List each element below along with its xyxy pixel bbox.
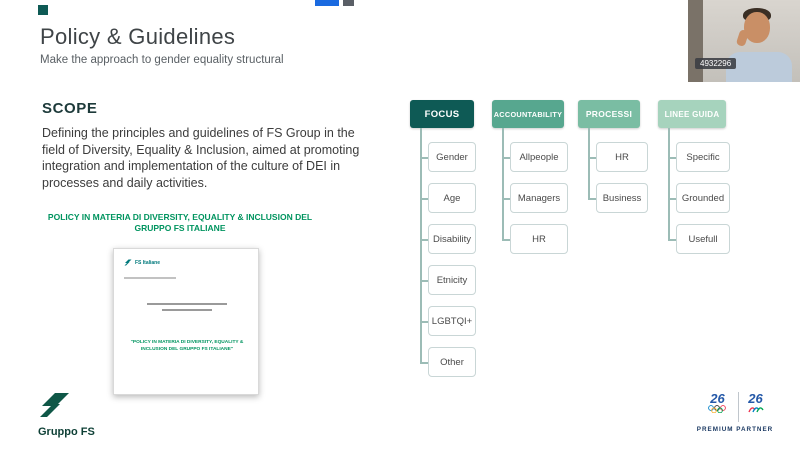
tree-items-focus: Gender Age Disability Etnicity LGBTQI+ O… <box>419 128 476 377</box>
gruppo-fs-logo-icon <box>40 393 69 417</box>
fs-doc-logo: FS Italiane <box>124 259 160 266</box>
participant-id-badge: 4932296 <box>695 58 737 69</box>
page-title: Policy & Guidelines <box>40 24 236 49</box>
tree-header-accountability: ACCOUNTABILITY <box>492 100 564 128</box>
tree-node: Grounded <box>667 183 730 213</box>
gruppo-fs-brand: Gruppo FS <box>38 392 108 438</box>
partner-logos-divider <box>737 392 739 422</box>
tree-column-linee-guida: LINEE GUIDA Specific Grounded Usefull <box>658 100 730 254</box>
doc-logo-text: FS Italiane <box>135 259 161 266</box>
olympic-rings-icon <box>707 405 726 413</box>
doc-text-line <box>162 309 212 311</box>
tree-node: Disability <box>419 224 476 254</box>
doc-text-line <box>147 303 227 305</box>
tree-node: HR <box>501 224 568 254</box>
premium-partner-label: PREMIUM PARTNER <box>696 426 774 433</box>
policy-document-caption: POLICY IN MATERIA DI DIVERSITY, EQUALITY… <box>47 212 313 234</box>
tree-node: Specific <box>667 142 730 172</box>
top-progress-bar-blue <box>315 0 339 6</box>
webcam-background-door <box>688 0 703 82</box>
tree-node: Etnicity <box>419 265 476 295</box>
tree-header-processi: PROCESSI <box>578 100 640 128</box>
tree-node: LGBTQI+ <box>419 306 476 336</box>
policy-document-thumbnail: FS Italiane "POLICY IN MATERIA DI DIVERS… <box>113 248 259 395</box>
speaker-shirt <box>726 52 792 82</box>
doc-text-line <box>124 277 176 279</box>
tree-node: Usefull <box>667 224 730 254</box>
tree-node: HR <box>587 142 648 172</box>
tree-node: Gender <box>419 142 476 172</box>
tree-items-linee-guida: Specific Grounded Usefull <box>667 128 730 254</box>
tree-node: Allpeople <box>501 142 568 172</box>
tree-items-accountability: Allpeople Managers HR <box>501 128 568 254</box>
scope-body-text: Defining the principles and guidelines o… <box>42 126 360 190</box>
fs-logo-icon <box>124 259 132 266</box>
partner-logos-block: 26 26 PREMIUM PARTNER <box>692 392 778 433</box>
top-progress-bar-gray <box>343 0 354 6</box>
tree-header-focus: FOCUS <box>410 100 474 128</box>
speaker-hand <box>735 29 750 47</box>
paralympic-logo-year: 26 <box>748 391 763 406</box>
gruppo-fs-brand-name: Gruppo FS <box>38 426 95 438</box>
olympic-logo-year: 26 <box>710 391 725 406</box>
tree-items-processi: HR Business <box>587 128 648 213</box>
paralympic-agitos-icon <box>747 407 764 413</box>
tree-column-focus: FOCUS Gender Age Disability Etnicity LGB… <box>410 100 476 377</box>
webcam-video-tile[interactable]: 4932296 <box>688 0 800 82</box>
tree-node: Age <box>419 183 476 213</box>
page-subtitle: Make the approach to gender equality str… <box>40 54 284 66</box>
paralympic-logo: 26 <box>747 392 765 413</box>
tree-node: Business <box>587 183 648 213</box>
slide-accent-square <box>38 5 48 15</box>
olympic-logo: 26 <box>706 392 730 413</box>
doc-inner-title: "POLICY IN MATERIA DI DIVERSITY, EQUALIT… <box>130 340 244 353</box>
tree-node: Managers <box>501 183 568 213</box>
tree-column-processi: PROCESSI HR Business <box>578 100 648 213</box>
tree-node: Other <box>419 347 476 377</box>
scope-heading: SCOPE <box>42 100 98 117</box>
tree-column-accountability: ACCOUNTABILITY Allpeople Managers HR <box>492 100 568 254</box>
speaker-face <box>744 12 770 43</box>
tree-header-linee-guida: LINEE GUIDA <box>658 100 726 128</box>
